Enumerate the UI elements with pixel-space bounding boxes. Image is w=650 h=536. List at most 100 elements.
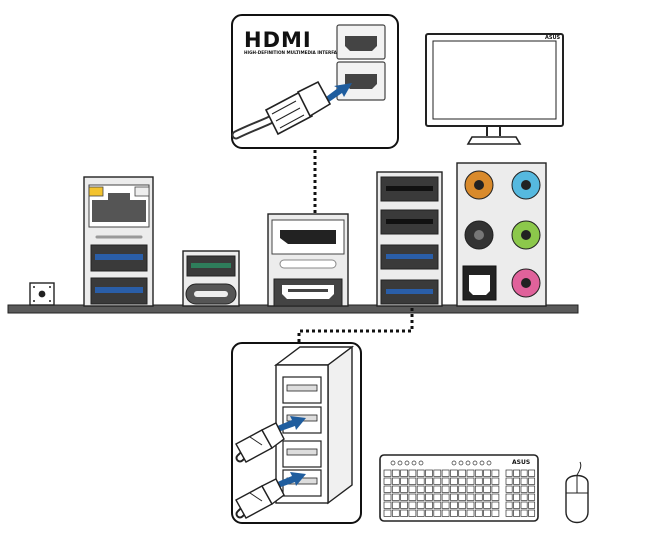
keyboard-key [466,485,475,493]
keyboard-key [383,501,392,509]
keyboard-key [408,477,417,485]
keyboard-key [425,485,433,493]
keyboard-key [528,493,536,501]
keyboard-key [528,509,536,517]
keyboard-key [505,501,513,509]
keyboard-key [513,485,521,493]
keyboard-key [513,469,521,477]
lan-usb-stack [83,176,154,307]
power-button-icon [29,282,55,306]
hdmi-port-icon [273,278,343,307]
usb-cable-icon [235,422,285,463]
keyboard-key [408,485,417,493]
keyboard-key [513,501,521,509]
usb-port-icon [90,277,148,305]
usb-port-icon [380,244,439,270]
usb-c-port-icon [185,283,237,305]
keyboard-key [483,477,491,485]
keyboard-key [491,477,500,485]
keyboard-key [400,493,408,501]
keyboard-key [441,509,450,517]
hdmi-logo-text: HDMI [244,28,312,52]
keyboard-key [483,501,491,509]
keyboard-key [400,509,408,517]
keyboard-key [520,493,528,501]
keyboard-key [441,477,450,485]
keyboard-key [400,485,408,493]
keyboard-media-button [451,460,457,466]
keyboard-brand: ASUS [512,459,530,466]
keyboard-key [505,509,513,517]
keyboard-media-button [404,460,410,466]
keyboard-key [408,501,417,509]
keyboard-key [466,509,475,517]
keyboard-key [450,501,458,509]
usb-port-icon [380,279,439,305]
keyboard-media-button [397,460,403,466]
keyboard-key [425,469,433,477]
keyboard-media-button [479,460,485,466]
keyboard-key [458,493,467,501]
keyboard-key [408,509,417,517]
keyboard-key [408,469,417,477]
keyboard-key [474,469,483,477]
keyboard-key [425,493,433,501]
keyboard-key [528,501,536,509]
keyboard-key [483,509,491,517]
keyboard-key [441,493,450,501]
keyboard-key [491,493,500,501]
usb-port-icon [186,255,236,277]
keyboard-key [425,501,433,509]
keyboard-key [383,469,392,477]
mouse-icon [565,461,589,524]
keyboard-key [466,477,475,485]
optical-spdif-icon [462,265,497,301]
keyboard-key [416,485,425,493]
keyboard-key [513,509,521,517]
hdmi-tagline: HIGH-DEFINITION MULTIMEDIA INTERFACE [244,50,343,55]
usb-cable-icon [235,478,285,519]
keyboard-key [466,501,475,509]
keyboard-key [474,493,483,501]
keyboard-key [450,469,458,477]
keyboard-media-button [472,460,478,466]
displayport-icon [271,219,345,255]
keyboard-media-button [418,460,424,466]
usb-connector-line [297,308,414,343]
keyboard-key [466,469,475,477]
keyboard-media-button [411,460,417,466]
keyboard-key [513,477,521,485]
lan-port-icon [88,184,150,228]
keyboard-key [491,485,500,493]
usb-port-icon [90,244,148,272]
keyboard-key [450,485,458,493]
keyboard-icon: ASUS [379,454,539,522]
keyboard-key [441,485,450,493]
keyboard-key [520,501,528,509]
keyboard-key [400,469,408,477]
usb-port-icon [282,376,322,404]
hdmi-callout: HDMI HIGH-DEFINITION MULTIMEDIA INTERFAC… [231,14,399,149]
keyboard-key [441,501,450,509]
keyboard-key [528,477,536,485]
keyboard-key [505,485,513,493]
keyboard-media-button [390,460,396,466]
keyboard-key [391,501,400,509]
keyboard-key [391,485,400,493]
keyboard-key [383,485,392,493]
keyboard-key [474,509,483,517]
keyboard-key [458,509,467,517]
usb-callout [231,342,362,524]
usb-port-icon [380,176,439,202]
insert-arrow-icon [322,83,352,104]
audio-panel [456,162,547,307]
keyboard-key [491,509,500,517]
keyboard-key [458,469,467,477]
keyboard-key [391,493,400,501]
keyboard-media-button [465,460,471,466]
keyboard-key [433,469,442,477]
keyboard-key [458,485,467,493]
keyboard-key [474,485,483,493]
keyboard-key [450,477,458,485]
